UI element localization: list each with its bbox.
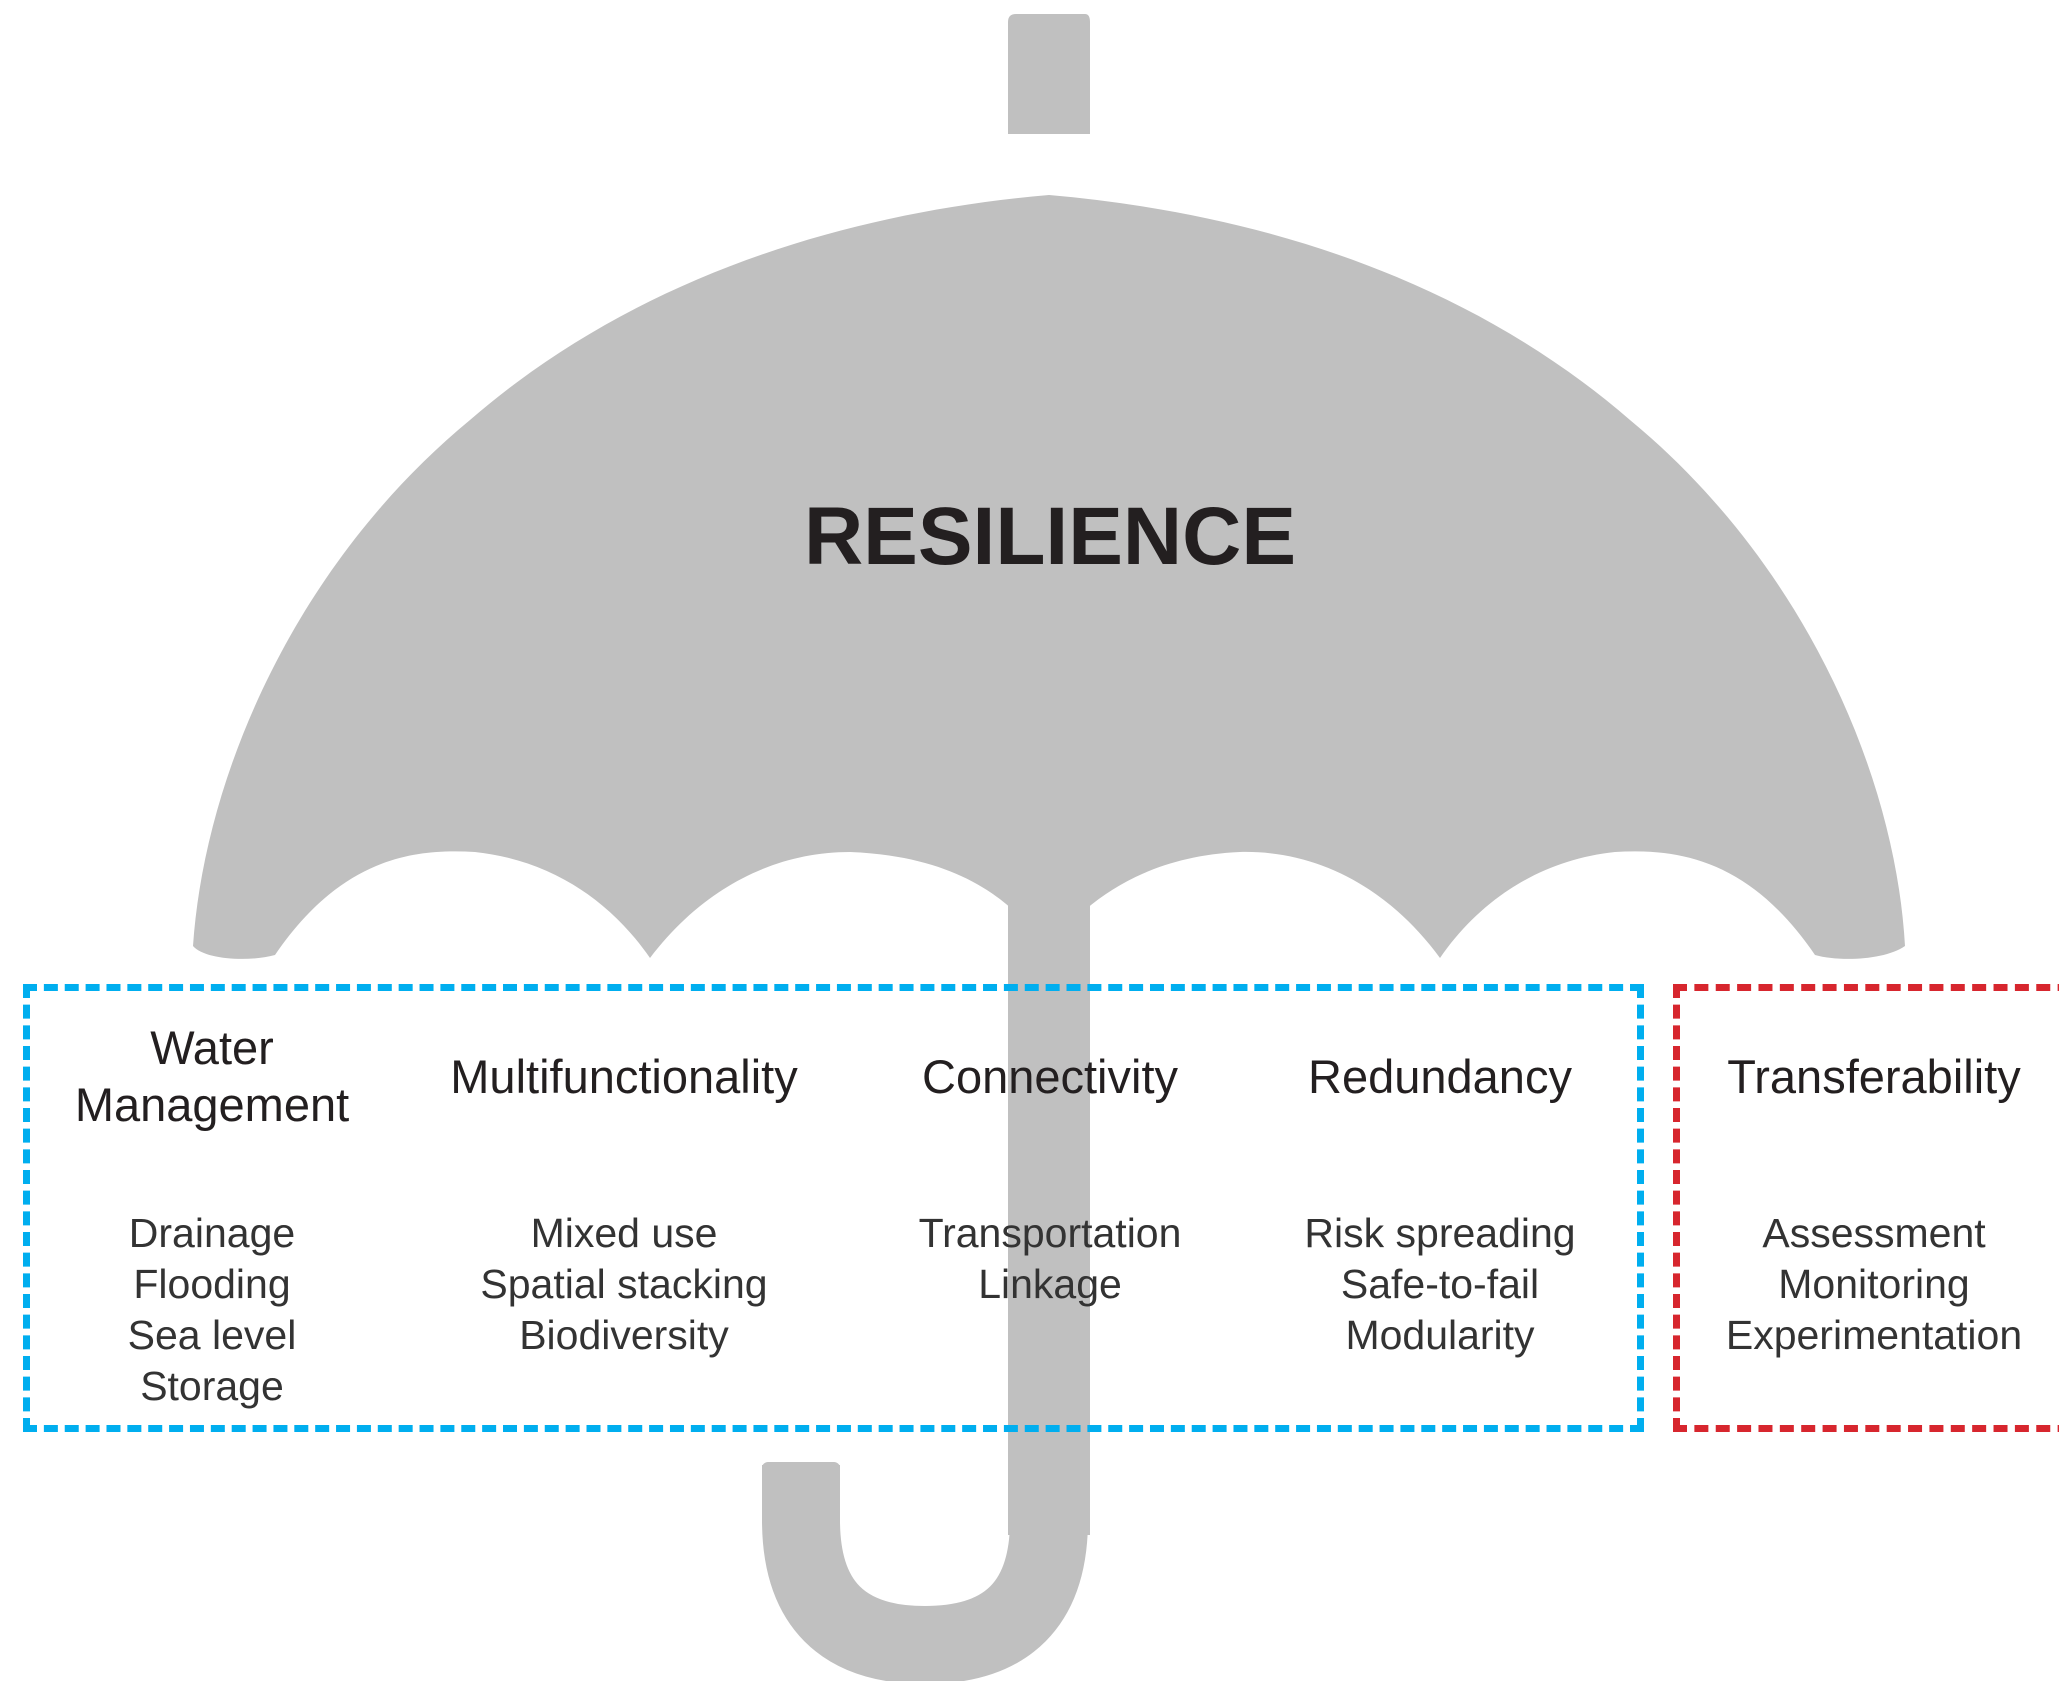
diagram-title: RESILIENCE bbox=[803, 491, 1297, 582]
group-items: Mixed use Spatial stacking Biodiversity bbox=[424, 1208, 824, 1361]
list-item: Risk spreading bbox=[1304, 1210, 1576, 1256]
group-heading: Transferability bbox=[1700, 1019, 2048, 1133]
group-transferability: Transferability Assessment Monitoring Ex… bbox=[1700, 1019, 2048, 1361]
group-items: Transportation Linkage bbox=[880, 1208, 1220, 1310]
umbrella-handle-end bbox=[762, 1462, 840, 1480]
list-item: Mixed use bbox=[530, 1210, 718, 1256]
list-item: Flooding bbox=[133, 1261, 291, 1307]
umbrella-canopy bbox=[193, 195, 1905, 959]
core-principles-frame bbox=[23, 984, 1644, 1432]
group-heading: Connectivity bbox=[880, 1019, 1220, 1133]
umbrella-handle bbox=[762, 1465, 1088, 1681]
list-item: Storage bbox=[140, 1363, 284, 1409]
list-item: Monitoring bbox=[1778, 1261, 1970, 1307]
group-heading: Water Management bbox=[50, 1019, 374, 1133]
heading-line: Multifunctionality bbox=[450, 1049, 798, 1103]
heading-line: Redundancy bbox=[1308, 1049, 1572, 1103]
group-heading: Multifunctionality bbox=[424, 1019, 824, 1133]
group-items: Drainage Flooding Sea level Storage bbox=[50, 1208, 374, 1412]
list-item: Experimentation bbox=[1725, 1312, 2023, 1358]
heading-line: Transferability bbox=[1727, 1049, 2021, 1103]
group-heading: Redundancy bbox=[1270, 1019, 1610, 1133]
umbrella-tip bbox=[1008, 14, 1090, 134]
group-items: Risk spreading Safe-to-fail Modularity bbox=[1270, 1208, 1610, 1361]
list-item: Safe-to-fail bbox=[1340, 1261, 1540, 1307]
group-connectivity: Connectivity Transportation Linkage bbox=[880, 1019, 1220, 1310]
list-item: Spatial stacking bbox=[480, 1261, 768, 1307]
list-item: Transportation bbox=[918, 1210, 1182, 1256]
list-item: Drainage bbox=[128, 1210, 296, 1256]
group-items: Assessment Monitoring Experimentation bbox=[1700, 1208, 2048, 1361]
list-item: Linkage bbox=[978, 1261, 1122, 1307]
group-multifunctionality: Multifunctionality Mixed use Spatial sta… bbox=[424, 1019, 824, 1361]
list-item: Modularity bbox=[1345, 1312, 1535, 1358]
heading-line: Water bbox=[150, 1021, 274, 1074]
list-item: Assessment bbox=[1762, 1210, 1986, 1256]
list-item: Biodiversity bbox=[519, 1312, 729, 1358]
group-water-management: Water Management Drainage Flooding Sea l… bbox=[50, 1019, 374, 1412]
heading-line: Management bbox=[74, 1078, 350, 1131]
group-redundancy: Redundancy Risk spreading Safe-to-fail M… bbox=[1270, 1019, 1610, 1361]
transferability-frame bbox=[1673, 984, 2059, 1432]
list-item: Sea level bbox=[127, 1312, 297, 1358]
heading-line: Connectivity bbox=[922, 1049, 1178, 1103]
